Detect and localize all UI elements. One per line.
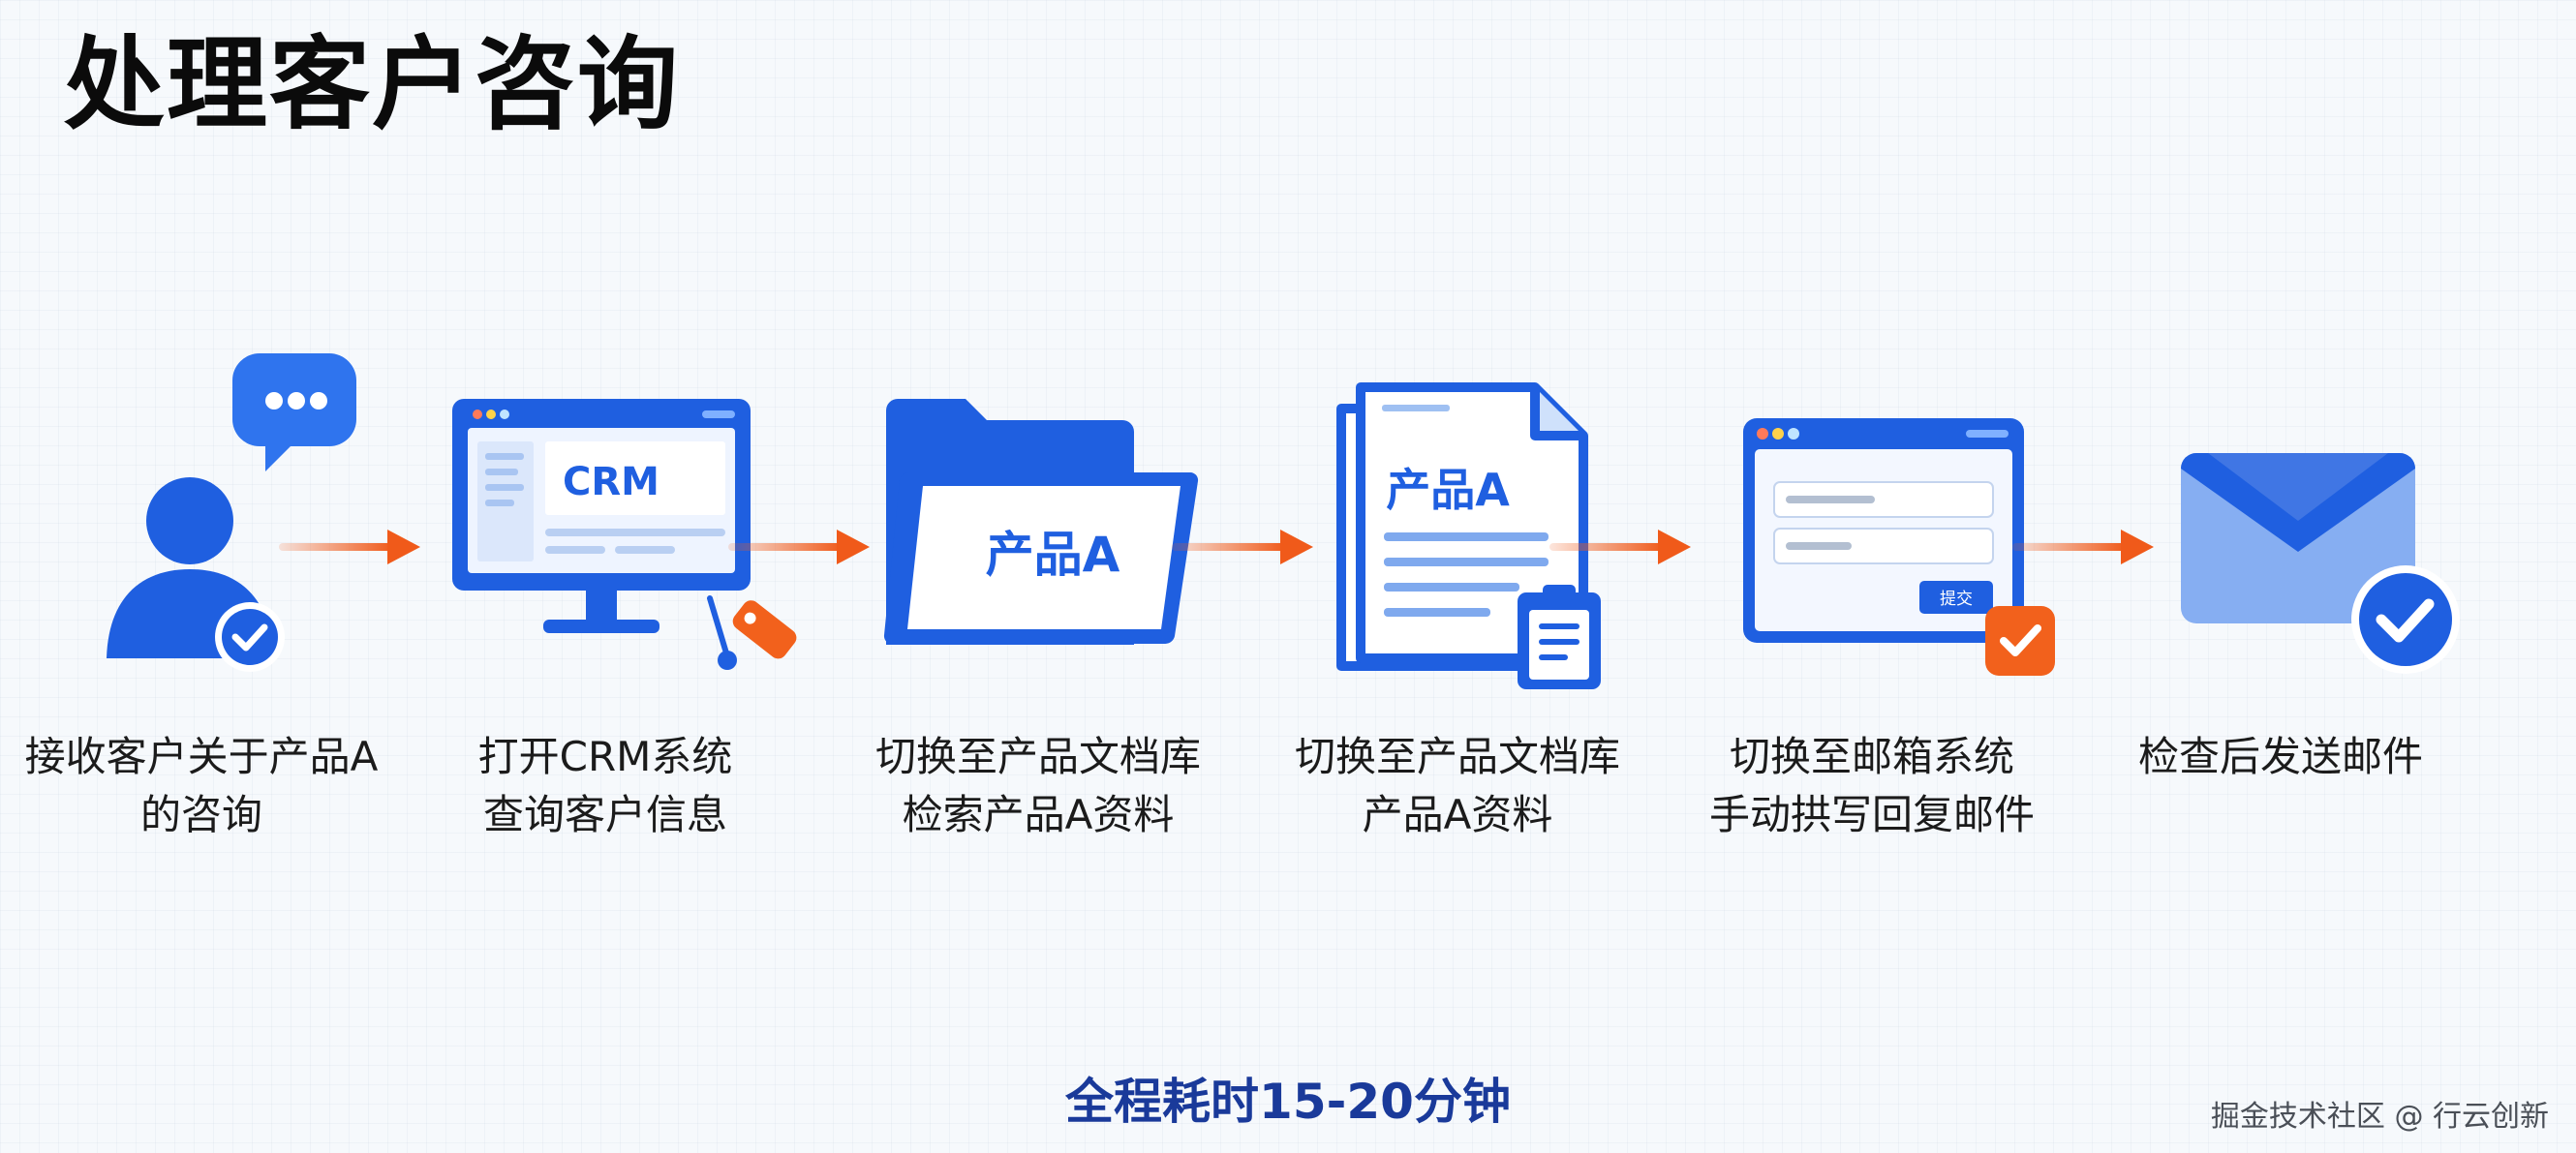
step-1-label-line-2: 的咨询 <box>139 791 262 838</box>
folder-text: 产品A <box>986 527 1120 583</box>
flow-arrow-1 <box>279 518 424 576</box>
flow-arrow-4 <box>1549 518 1695 576</box>
step-4-label-line-1: 切换至产品文档库 <box>1294 733 1620 780</box>
step-6-label: 检查后发送邮件 <box>2068 728 2494 786</box>
folder-icon: 产品A <box>867 349 1293 716</box>
step-5-label-line-1: 切换至邮箱系统 <box>1729 733 2014 780</box>
step-6-label-line-1: 检查后发送邮件 <box>2137 733 2423 780</box>
total-time-note: 全程耗时15-20分钟 <box>1065 1074 1511 1130</box>
flow-arrow-3 <box>1172 518 1317 576</box>
step-4-label: 切换至产品文档库 产品A资料 <box>1244 728 1671 844</box>
crm-monitor-icon: CRM <box>431 349 857 716</box>
flow-arrow-2 <box>728 518 874 576</box>
form-submit-text: 提交 <box>1940 590 1973 609</box>
flow-arrow-5 <box>2012 518 2158 576</box>
step-3-label-line-2: 检索产品A资料 <box>902 791 1175 838</box>
step-3-label: 切换至产品文档库 检索产品A资料 <box>825 728 1251 844</box>
crm-screen-text: CRM <box>563 460 659 504</box>
step-3-label-line-1: 切换至产品文档库 <box>874 733 1201 780</box>
step-1-label: 接收客户关于产品A 的咨询 <box>0 728 414 844</box>
step-2-label-line-1: 打开CRM系统 <box>477 733 733 780</box>
watermark: 掘金技术社区 @ 行云创新 <box>2210 1100 2549 1134</box>
document-icon: 产品A <box>1303 349 1729 716</box>
envelope-check-icon <box>2150 349 2576 716</box>
step-5-label: 切换至邮箱系统 手动拱写回复邮件 <box>1659 728 2085 844</box>
document-text: 产品A <box>1386 464 1510 516</box>
step-1-label-line-1: 接收客户关于产品A <box>24 733 379 780</box>
step-2-label: 打开CRM系统 查询客户信息 <box>392 728 818 844</box>
customer-chat-icon <box>37 349 463 716</box>
step-5-label-line-2: 手动拱写回复邮件 <box>1708 791 2035 838</box>
step-4-label-line-2: 产品A资料 <box>1362 791 1553 838</box>
step-2-label-line-2: 查询客户信息 <box>482 791 727 838</box>
email-form-icon: 提交 <box>1743 349 2169 716</box>
page-title: 处理客户咨询 <box>64 25 681 143</box>
